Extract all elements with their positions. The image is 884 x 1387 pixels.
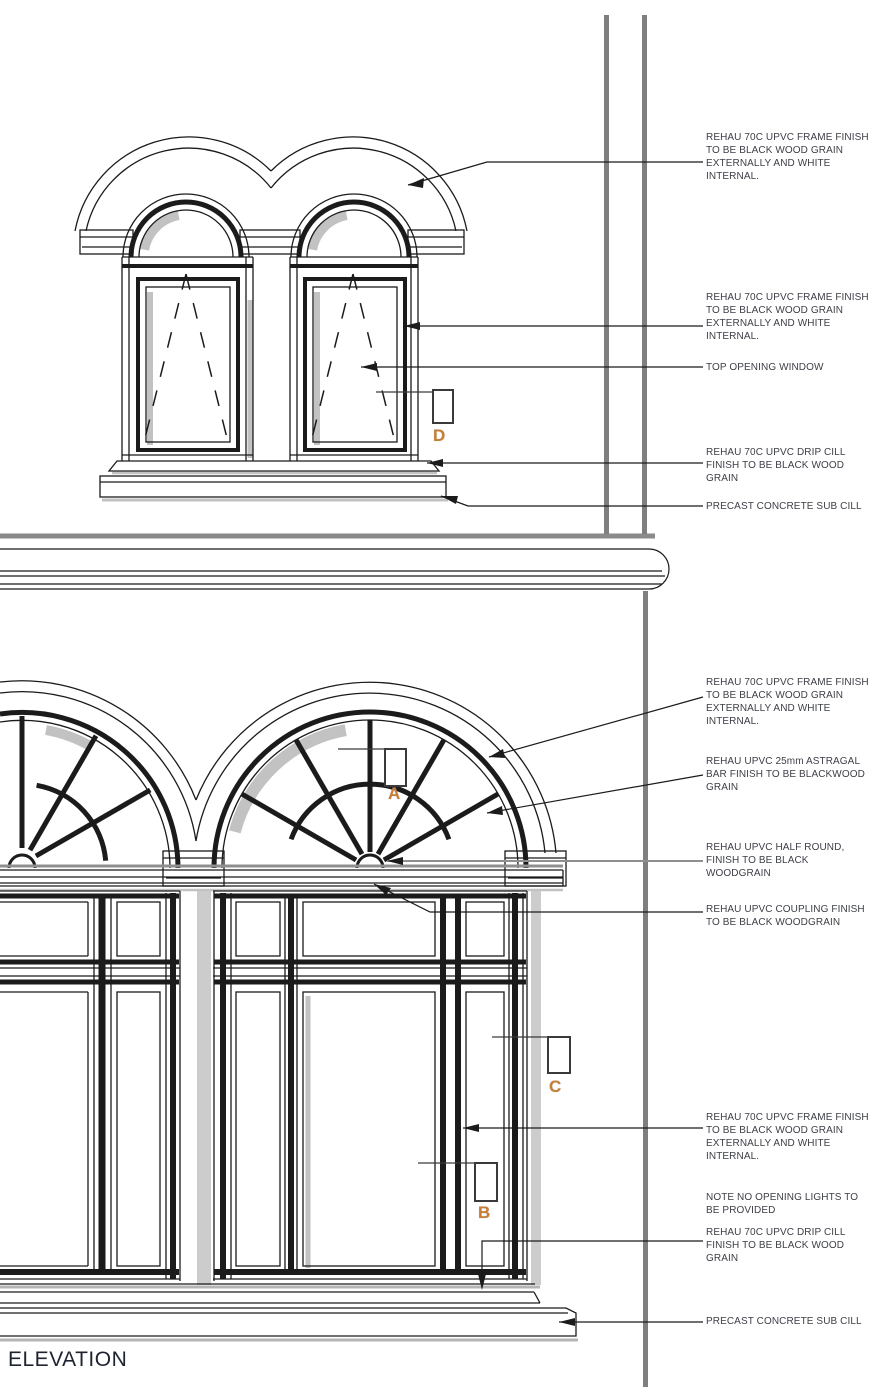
leader-drip-cill-lower bbox=[481, 1240, 703, 1283]
detail-marker-boxes bbox=[338, 389, 571, 1202]
leader-coupling bbox=[373, 883, 703, 913]
annotation-half-round: REHAU UPVC HALF ROUND, FINISH TO BE BLAC… bbox=[706, 842, 845, 879]
upper-sub-cill bbox=[99, 475, 447, 498]
string-course-band bbox=[0, 533, 670, 590]
leader-frame-finish-upper-arch bbox=[407, 161, 703, 186]
annotation-frame-finish-lower-arch: REHAU 70C UPVC FRAME FINISH TO BE BLACK … bbox=[706, 677, 869, 727]
annotation-no-opening-lights: NOTE NO OPENING LIGHTS TO BE PROVIDED bbox=[706, 1192, 859, 1216]
upper-arch-sashes bbox=[122, 193, 418, 258]
upper-drip-cill bbox=[107, 460, 441, 472]
detail-box-d bbox=[432, 389, 454, 424]
detail-box-a bbox=[384, 748, 407, 787]
annotation-drip-cill-upper: REHAU 70C UPVC DRIP CILL FINISH TO BE BL… bbox=[706, 447, 846, 484]
detail-marker-letter-a: A bbox=[388, 784, 401, 803]
upper-window-pair bbox=[74, 136, 468, 498]
leader-lines bbox=[361, 161, 704, 1323]
annotation-sub-cill-upper: PRECAST CONCRETE SUB CILL bbox=[706, 501, 862, 512]
annotation-frame-finish-upper-arch: REHAU 70C UPVC FRAME FINISH TO BE BLACK … bbox=[706, 132, 869, 182]
annotation-coupling: REHAU UPVC COUPLING FINISH TO BE BLACK W… bbox=[706, 904, 865, 928]
annotation-astragal-bar: REHAU UPVC 25mm ASTRAGAL BAR FINISH TO B… bbox=[706, 756, 865, 793]
opening-symbol-dashed-lines bbox=[142, 273, 397, 447]
leader-sub-cill-upper bbox=[440, 495, 703, 507]
lower-right-window bbox=[213, 890, 528, 1281]
right-fanlight bbox=[211, 709, 529, 869]
lower-arch-molding bbox=[0, 680, 557, 854]
annotation-drip-cill-lower: REHAU 70C UPVC DRIP CILL FINISH TO BE BL… bbox=[706, 1227, 846, 1264]
detail-marker-letter-c: C bbox=[549, 1077, 562, 1096]
annotation-frame-finish-lower-frame: REHAU 70C UPVC FRAME FINISH TO BE BLACK … bbox=[706, 1112, 869, 1162]
upper-cills bbox=[99, 454, 447, 498]
fanlight-astragal-bars bbox=[240, 720, 500, 863]
detail-box-c bbox=[547, 1036, 571, 1074]
lower-transom-band bbox=[0, 864, 564, 887]
detail-marker-letter-d: D bbox=[433, 426, 446, 445]
shadow-lines bbox=[0, 211, 578, 1342]
upper-arch-molding bbox=[74, 136, 468, 232]
leader-arrowheads bbox=[361, 178, 575, 1326]
left-fanlight bbox=[0, 709, 181, 869]
lower-window-assembly bbox=[0, 680, 577, 1337]
detail-box-b bbox=[474, 1162, 498, 1202]
leader-frame-finish-lower-arch bbox=[488, 696, 704, 758]
upper-window-frames bbox=[121, 257, 419, 462]
annotation-frame-finish-upper-frame: REHAU 70C UPVC FRAME FINISH TO BE BLACK … bbox=[706, 292, 869, 342]
annotation-top-opening-window: TOP OPENING WINDOW bbox=[706, 362, 824, 373]
lower-cills bbox=[0, 1283, 577, 1337]
leader-astragal-bar bbox=[486, 774, 704, 814]
band-bullnose-end bbox=[648, 548, 670, 590]
lower-drip-cill bbox=[0, 1291, 541, 1304]
rainwater-pipe-lines bbox=[604, 15, 648, 1387]
drawing-title: ELEVATION bbox=[8, 1348, 128, 1371]
lower-impost-blocks bbox=[162, 850, 567, 887]
lower-left-window bbox=[0, 890, 181, 1281]
annotation-sub-cill-lower: PRECAST CONCRETE SUB CILL bbox=[706, 1316, 862, 1327]
detail-marker-letter-b: B bbox=[478, 1203, 491, 1222]
lower-sub-cill bbox=[0, 1307, 577, 1337]
